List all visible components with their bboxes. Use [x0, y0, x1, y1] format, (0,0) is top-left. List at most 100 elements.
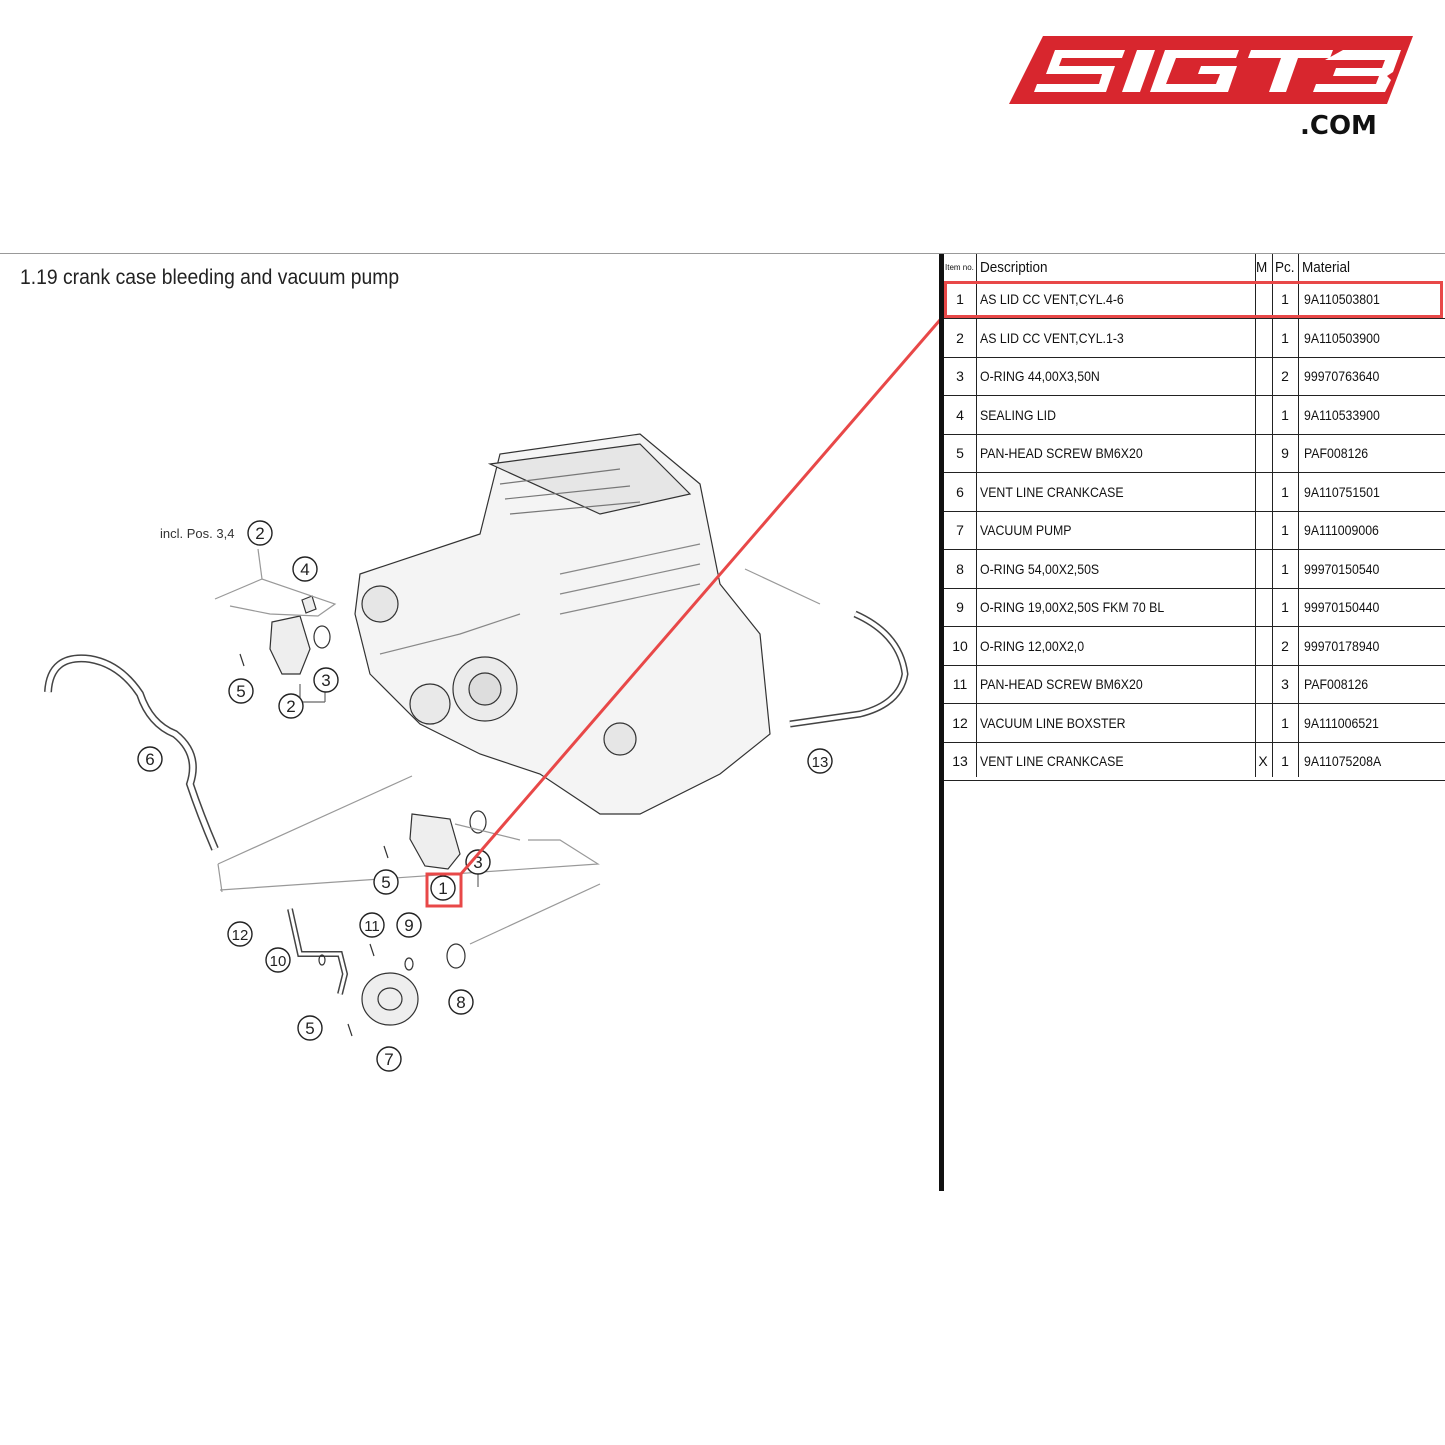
vacuum-pump — [361, 972, 419, 1026]
m-cell — [1255, 434, 1271, 472]
callout-8: 8 — [448, 989, 474, 1015]
o-ring-10 — [318, 954, 326, 966]
callout-13: 13 — [807, 748, 833, 774]
description-cell: PAN-HEAD SCREW BM6X20 — [980, 676, 1143, 692]
pc-cell: 1 — [1281, 483, 1289, 500]
item-no-cell: 2 — [956, 329, 964, 346]
m-cell: X — [1258, 753, 1268, 769]
item-no-cell: 13 — [952, 753, 968, 769]
svg-text:3: 3 — [473, 853, 482, 872]
description-cell: VENT LINE CRANKCASE — [980, 483, 1124, 500]
pc-cell: 1 — [1281, 560, 1289, 577]
highlighted-row-box — [944, 281, 1443, 318]
material-cell: 9A111009006 — [1304, 522, 1379, 538]
item-no-cell: 9 — [956, 599, 964, 615]
sealing-lid-4 — [301, 595, 317, 614]
m-cell — [1255, 588, 1271, 626]
table-row: 5 PAN-HEAD SCREW BM6X20 9 PAF008126 — [944, 434, 1445, 473]
pc-cell: 1 — [1281, 329, 1289, 346]
callout-9: 9 — [396, 912, 422, 938]
item-no-cell: 10 — [952, 637, 968, 654]
lid-cc-vent-cyl-4-6 — [409, 813, 461, 870]
col-sep — [1298, 254, 1299, 777]
brand-logo — [1005, 34, 1415, 144]
callout-1: 1 — [430, 875, 456, 901]
svg-text:5: 5 — [381, 873, 390, 892]
material-cell: 9A111006521 — [1304, 714, 1379, 731]
svg-text:7: 7 — [384, 1050, 393, 1069]
o-ring-3-upper — [313, 625, 331, 649]
callout-5: 5 — [373, 869, 399, 895]
pc-cell: 1 — [1281, 753, 1289, 769]
description-cell: VACUUM PUMP — [980, 522, 1072, 538]
col-sep — [976, 254, 977, 777]
description-cell: O-RING 12,00X2,0 — [980, 637, 1085, 654]
material-cell: PAF008126 — [1304, 445, 1369, 461]
table-row: 10 O-RING 12,00X2,0 2 99970178940 — [944, 627, 1445, 666]
pc-cell: 9 — [1281, 445, 1289, 461]
pc-cell: 1 — [1281, 599, 1289, 615]
svg-text:5: 5 — [236, 682, 245, 701]
m-cell — [1255, 357, 1271, 395]
item-no-cell: 7 — [956, 522, 964, 538]
m-cell — [1255, 511, 1271, 549]
table-header: Item no. Description M Pc. Material — [944, 254, 1445, 280]
col-sep — [1255, 254, 1256, 777]
svg-text:11: 11 — [364, 918, 380, 935]
sigtb-logo-icon — [1009, 36, 1413, 104]
description-cell: O-RING 19,00X2,50S FKM 70 BL — [980, 599, 1165, 615]
header-description: Description — [980, 259, 1048, 276]
header-pc: Pc. — [1275, 259, 1295, 276]
svg-text:3: 3 — [321, 671, 330, 690]
material-cell: 9A11075208A — [1304, 753, 1382, 769]
material-cell: 9A110503801 — [1304, 291, 1380, 307]
description-cell: VENT LINE CRANKCASE — [980, 753, 1124, 769]
description-cell: AS LID CC VENT,CYL.1-3 — [980, 329, 1124, 346]
svg-text:4: 4 — [300, 560, 309, 579]
col-sep — [1272, 254, 1273, 777]
header-m: M — [1256, 259, 1268, 276]
material-cell: 99970763640 — [1304, 368, 1380, 384]
svg-text:10: 10 — [270, 953, 287, 970]
material-cell: 99970178940 — [1304, 637, 1380, 654]
callout-6: 6 — [137, 746, 163, 772]
svg-text:12: 12 — [232, 927, 249, 944]
pc-cell: 2 — [1281, 368, 1289, 384]
item-no-cell: 12 — [952, 714, 968, 731]
pc-cell: 3 — [1281, 676, 1289, 692]
callout-5: 5 — [228, 678, 254, 704]
callout-7: 7 — [376, 1046, 402, 1072]
incl-note: incl. Pos. 3,4 — [160, 526, 234, 541]
svg-text:13: 13 — [812, 754, 829, 771]
svg-text:2: 2 — [255, 524, 264, 543]
item-no-cell: 5 — [956, 445, 964, 461]
header-material: Material — [1302, 259, 1351, 276]
pc-cell: 1 — [1281, 406, 1289, 423]
pc-cell: 2 — [1281, 637, 1289, 654]
material-cell: 99970150540 — [1304, 560, 1380, 577]
svg-text:9: 9 — [404, 916, 413, 935]
callout-11: 11 — [359, 912, 385, 938]
header-item-no: Item no. — [945, 263, 974, 272]
o-ring-8 — [446, 943, 466, 969]
description-cell: PAN-HEAD SCREW BM6X20 — [980, 445, 1143, 461]
callout-4: 4 — [292, 556, 318, 582]
lid-cc-vent-cyl-1-3 — [269, 615, 311, 675]
item-no-cell: 4 — [956, 406, 964, 423]
material-cell: PAF008126 — [1304, 676, 1369, 692]
callout-10: 10 — [265, 947, 291, 973]
svg-text:6: 6 — [145, 750, 154, 769]
item-no-cell: 11 — [952, 676, 968, 692]
svg-text:8: 8 — [456, 993, 465, 1012]
callout-12: 12 — [227, 921, 253, 947]
description-cell: O-RING 44,00X3,50N — [980, 368, 1100, 384]
item-no-cell: 1 — [956, 291, 964, 307]
description-cell: AS LID CC VENT,CYL.4-6 — [980, 291, 1124, 307]
m-cell — [1255, 396, 1271, 434]
